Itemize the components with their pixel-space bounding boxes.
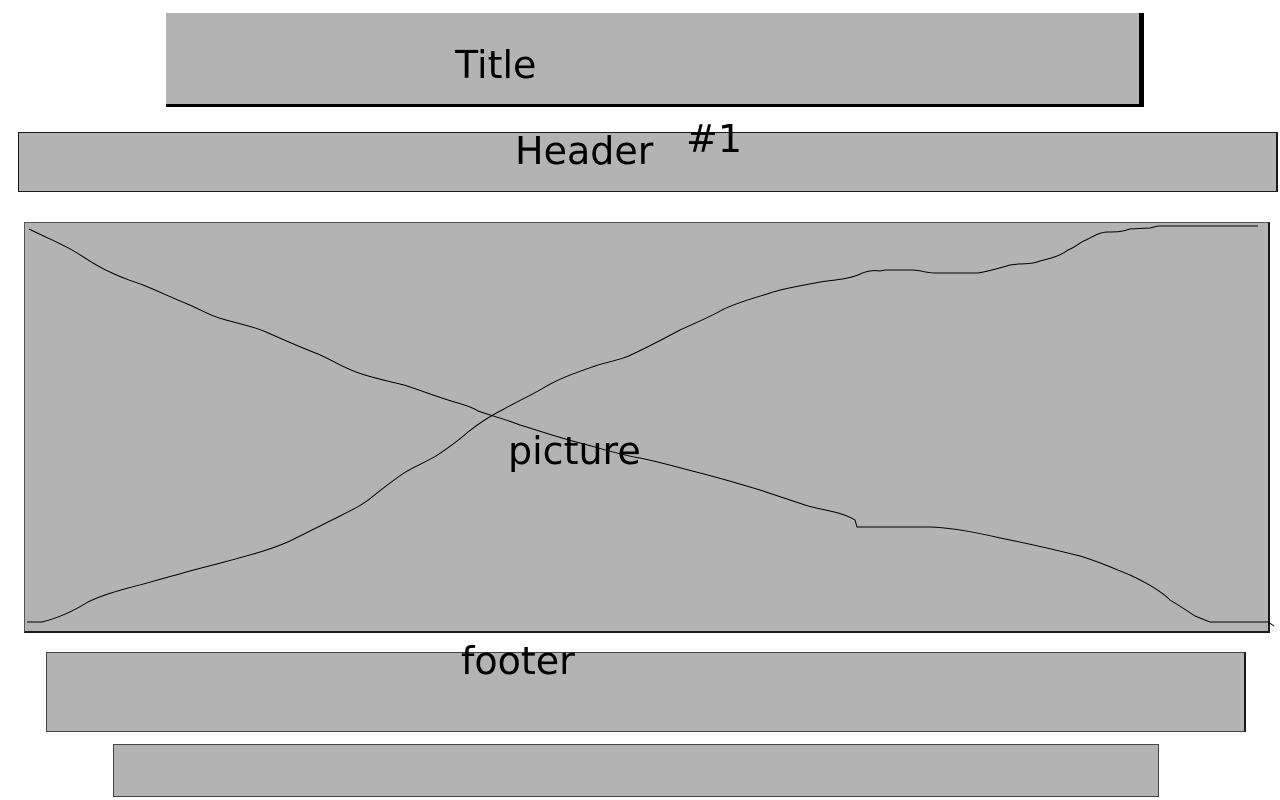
- picture-ascending-line: [27, 225, 1258, 623]
- title-block: [166, 13, 1144, 107]
- footer-block: [46, 652, 1246, 732]
- header-number: #1: [686, 117, 743, 161]
- picture-placeholder: [24, 222, 1270, 633]
- footer-label: footer: [461, 639, 575, 683]
- header-block: [18, 132, 1278, 192]
- picture-descending-line: [28, 228, 1275, 627]
- bottom-bar: [113, 744, 1159, 797]
- picture-label: picture: [508, 429, 641, 473]
- page-title: Title: [455, 43, 537, 87]
- header-label: Header: [515, 129, 654, 173]
